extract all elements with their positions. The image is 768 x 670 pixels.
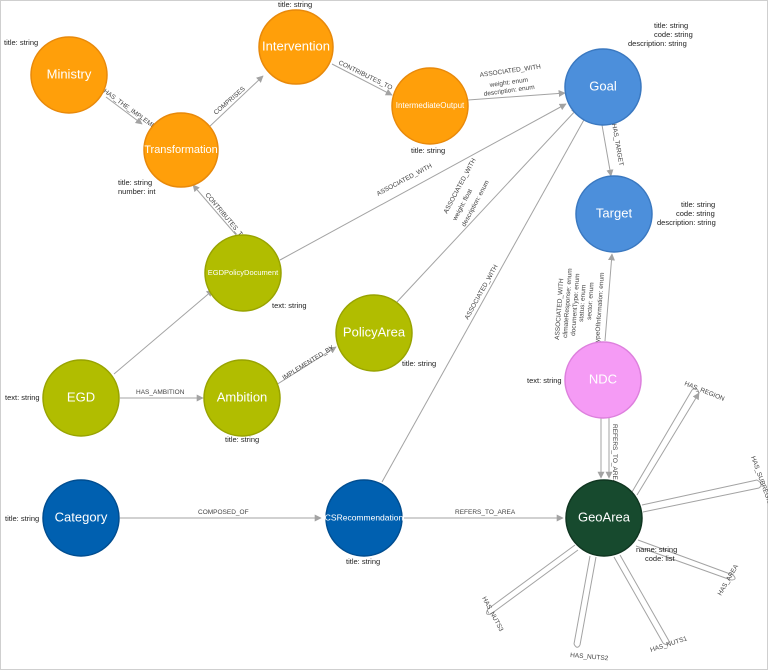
edge-label-doc-transformation: CONTRIBUTES_TO [203,192,246,242]
edge-cs-goal [381,108,591,483]
node-intermediate-output-prop-title: title: string [411,146,445,155]
edge-ministry-transformation [105,96,143,125]
edge-policy-goal [395,107,579,304]
node-policy-area-prop-title: title: string [402,359,436,368]
node-goal-label: Goal [589,78,617,93]
edge-label-ndc-target-3: documentType: enum [570,273,581,336]
edge-label-ndc-target-1: ASSOCIATED_WITH [554,278,565,340]
node-goal-prop-title: title: string [654,21,688,30]
node-ndc-prop-text: text: string [527,376,562,385]
node-geo-area-prop-name: name: string [636,545,677,554]
loop-has-subregion [641,479,760,513]
node-goal-prop-description: description: string [628,39,687,48]
node-transformation-prop-title: title: string [118,178,152,187]
node-ministry[interactable]: Ministry [30,36,108,114]
node-egd[interactable]: EGD [42,359,120,437]
node-category-label: Category [55,509,108,524]
loop-has-nuts2 [573,555,597,646]
node-ministry-label: Ministry [47,66,92,81]
edge-label-composed-of: COMPOSED_OF [198,509,249,516]
edge-label-cs-geo: REFERS_TO_AREA [455,509,516,516]
node-intervention-prop-title: title: string [278,0,312,9]
node-category-prop-title: title: string [5,514,39,523]
node-transformation-label: Transformation [144,144,218,156]
node-intermediate-output-label: IntermediateOutput [396,101,465,110]
node-target[interactable]: Target [575,175,653,253]
edge-label-has-target: HAS_TARGET [610,123,624,166]
node-intervention[interactable]: Intervention [258,9,334,85]
edge-label-ndc-target-4: status: enum [578,285,588,323]
node-target-label: Target [596,205,633,220]
loop-has-nuts3 [487,544,579,615]
edge-label-ndc-target-2: climateResponse: enum [562,268,574,338]
loop-has-area-return [730,574,736,581]
edge-output-goal [467,89,566,101]
node-geo-area-label: GeoArea [578,509,631,524]
node-ministry-prop-title: title: string [4,38,38,47]
edge-ndc-target [604,253,615,342]
edge-doc-goal [279,103,567,261]
node-transformation[interactable]: Transformation [143,112,219,188]
loop-has-nuts2-return [573,643,581,648]
node-ndc[interactable]: NDC [564,341,642,419]
edge-label-cs-goal: ASSOCIATED_WITH [464,263,500,321]
edge-label-ndc-geo: REFERS_TO_AREA [611,424,618,485]
loop-has-nuts3-return [486,608,492,615]
edge-label-has-nuts3: HAS_NUTS3 [480,596,504,633]
edge-label-ndc-target-6: typeOfInformation: enum [594,272,606,344]
edge-label-has-region: HAS_REGION [683,380,725,403]
node-target-prop-description: description: string [657,218,716,227]
edge-ambition-policy [275,346,337,386]
edge-label-has-nuts2: HAS_NUTS2 [570,652,609,662]
node-intervention-label: Intervention [262,38,330,53]
edge-goal-target [601,124,614,177]
node-egd-policy-document-label: EGDPolicyDocument [208,268,279,277]
loop-has-region [631,390,699,496]
node-egd-policy-document-prop-text: text: string [272,301,307,310]
loop-has-nuts1 [613,554,670,644]
node-policy-area-label: PolicyArea [343,324,406,339]
edge-label-has-subregion: HAS_SUBREGION [749,455,768,510]
node-target-prop-code: code: string [676,209,715,218]
node-egd-prop-text: text: string [5,393,40,402]
node-goal-prop-code: code: string [654,30,693,39]
node-cs-recommendation-label: CSRecommendation [325,512,404,522]
edge-label-output-goal-rel: ASSOCIATED_WITH [479,63,541,79]
node-ambition[interactable]: Ambition [203,359,281,437]
edge-label-has-area: HAS_AREA [717,563,741,597]
node-category[interactable]: Category [42,479,120,557]
node-ambition-label: Ambition [217,389,268,404]
node-intermediate-output[interactable]: IntermediateOutput [391,67,469,145]
node-geo-area[interactable]: GeoArea [565,479,643,557]
node-ndc-label: NDC [589,371,617,386]
loop-has-region-return [691,388,700,394]
node-policy-area[interactable]: PolicyArea [335,294,413,372]
edge-label-has-nuts1: HAS_NUTS1 [649,635,688,654]
loop-has-nuts1-return [662,640,670,646]
node-cs-recommendation[interactable]: CSRecommendation [325,479,404,557]
edge-label-implemented-by: IMPLEMENTED_BY [281,344,336,382]
edge-label-comprises: COMPRISES [213,85,248,116]
loop-has-subregion-return [756,479,762,489]
edge-doc-transformation [192,184,238,237]
node-transformation-prop-number: number: int [118,187,156,196]
loop-has-area [635,539,734,581]
node-geo-area-prop-code: code: list [645,554,676,563]
node-egd-label: EGD [67,389,95,404]
edge-label-contributes-to: CONTRIBUTES_TO [337,60,393,92]
node-target-prop-title: title: string [681,200,715,209]
node-goal[interactable]: Goal [564,48,642,126]
edge-transformation-intervention [207,75,264,129]
edge-label-ndc-target-5: sector: enum [586,282,596,320]
edge-egd-doc [113,289,214,375]
nodes: Ministry title: string Intervention titl… [4,0,716,566]
edge-intervention-output [331,63,393,96]
node-egd-policy-document[interactable]: EGDPolicyDocument [204,234,282,312]
edge-label-has-ambition: HAS_AMBITION [136,389,185,396]
node-ambition-prop-title: title: string [225,435,259,444]
node-cs-recommendation-prop-title: title: string [346,557,380,566]
